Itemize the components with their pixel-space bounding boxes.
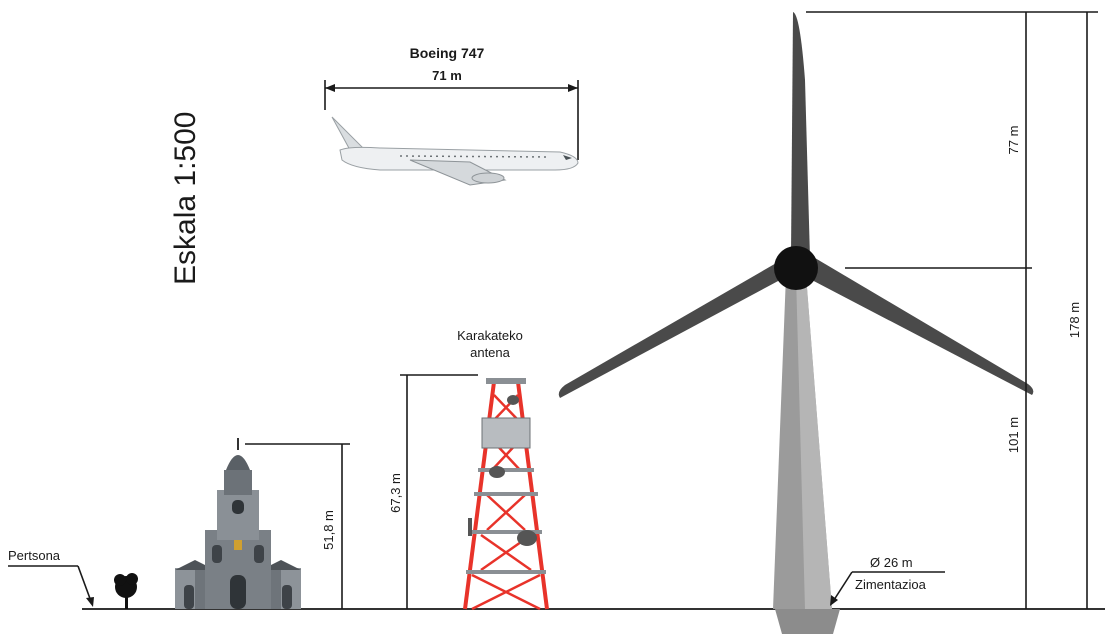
antenna-name-line2: antena	[470, 345, 511, 360]
turbine-dimensions	[806, 11, 1098, 609]
airplane-icon	[331, 116, 579, 186]
turbine-hub-height: 101 m	[1006, 417, 1021, 453]
antenna-height: 67,3 m	[388, 473, 403, 513]
person-label: Pertsona	[8, 548, 61, 563]
airplane-length: 71 m	[432, 68, 462, 83]
turbine-blade-length: 77 m	[1006, 126, 1021, 155]
foundation-pointer	[831, 571, 853, 604]
turbine-foundation	[775, 609, 840, 634]
person-arrowhead	[86, 597, 94, 607]
antenna-name-line1: Karakateko	[457, 328, 523, 343]
turbine-blades	[558, 12, 1034, 398]
airplane-dimension	[324, 80, 579, 160]
antenna-tower-icon	[463, 378, 549, 611]
church-dimension	[245, 443, 350, 609]
church-height: 51,8 m	[321, 510, 336, 550]
church-icon	[175, 438, 301, 609]
turbine-hub	[774, 246, 818, 290]
airplane-name: Boeing 747	[410, 45, 485, 61]
foundation-arrowhead	[830, 595, 838, 606]
foundation-label: Zimentazioa	[855, 577, 927, 592]
antenna-dimension	[400, 374, 478, 609]
turbine-total-height: 178 m	[1067, 302, 1082, 338]
foundation-diameter: Ø 26 m	[870, 555, 913, 570]
tree-icon	[114, 573, 138, 609]
turbine-tower	[773, 275, 832, 609]
scale-label: Eskala 1:500	[169, 112, 202, 285]
